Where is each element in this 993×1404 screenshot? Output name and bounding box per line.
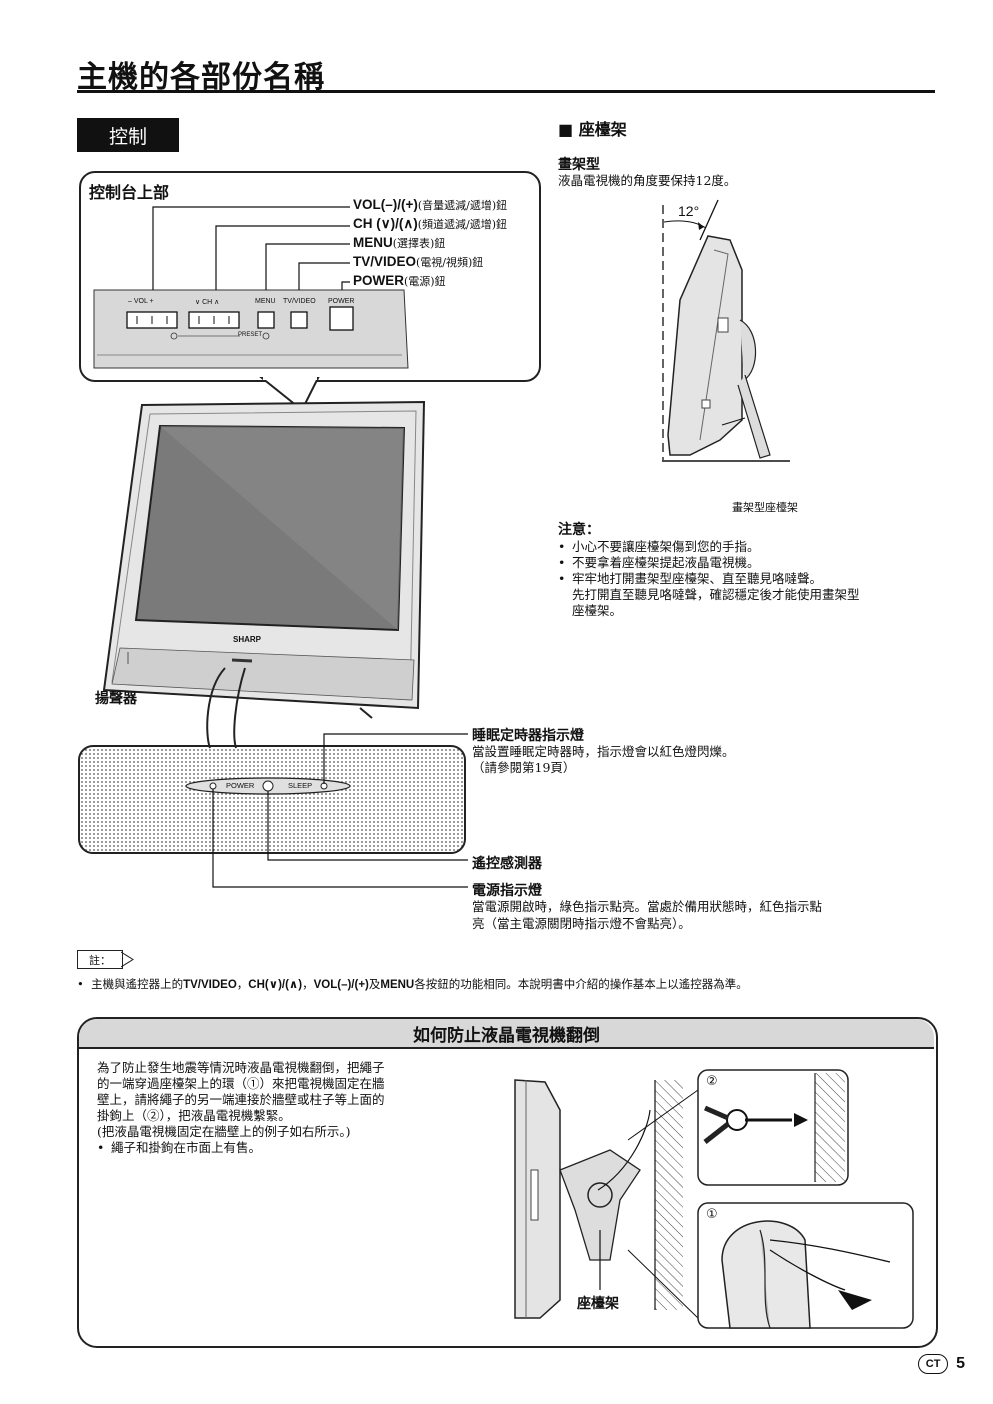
- page-footer: CT 5: [918, 1354, 965, 1374]
- callout-2: ②: [706, 1073, 718, 1088]
- panel-menu-text: MENU: [255, 298, 276, 305]
- caution-item: •牢牢地打開畫架型座檯架、直至聽見咯噠聲。: [558, 571, 823, 586]
- sleep-indicator-ref: （請參閱第19頁）: [472, 760, 576, 775]
- power-label: POWER(電源)鈕: [353, 273, 446, 288]
- panel-vol-text: – VOL +: [128, 298, 154, 305]
- section-tab-controls: 控制: [77, 118, 179, 152]
- prevent-line: (把液晶電視機固定在牆壁上的例子如右所示。): [97, 1124, 351, 1139]
- stand-caption: 畫架型座檯架: [732, 501, 798, 514]
- prevent-tipover-box: [77, 1017, 938, 1348]
- menu-label: MENU(選擇表)鈕: [353, 235, 446, 250]
- stand-label: 座檯架: [577, 1296, 619, 1312]
- caution-item: •不要拿着座檯架提起液晶電視機。: [558, 555, 760, 570]
- sleep-indicator-heading: 睡眠定時器指示燈: [472, 728, 584, 744]
- caution-item: •小心不要讓座檯架傷到您的手指。: [558, 539, 760, 554]
- caution-extra-2: 座檯架。: [572, 603, 623, 618]
- zoom-hook: [697, 1069, 849, 1186]
- ch-label: CH (∨)/(∧)(頻道遞減/遞增)鈕: [353, 216, 508, 231]
- note-arrow-icon: [121, 951, 134, 968]
- callout-1: ①: [706, 1206, 718, 1221]
- panel-tvvideo-text: TV/VIDEO: [283, 298, 316, 305]
- tvvideo-key: [290, 311, 308, 329]
- note-text: • 主機與遙控器上的TV/VIDEO，CH(∨)/(∧)，VOL(–)/(+)及…: [77, 977, 748, 991]
- stand-angle: 12°: [678, 203, 700, 219]
- stand-type-desc: 液晶電視機的角度要保持12度。: [558, 173, 737, 188]
- sleep-indicator-desc: 當設置睡眠定時器時，指示燈會以紅色燈閃爍。: [472, 744, 735, 759]
- note-tag: 註：: [77, 950, 123, 969]
- page-number: 5: [956, 1355, 965, 1372]
- power-indicator-desc-1: 當電源開啟時，綠色指示點亮。當處於備用狀態時，紅色指示點: [472, 899, 823, 914]
- caution-list: •小心不要讓座檯架傷到您的手指。 •不要拿着座檯架提起液晶電視機。 •牢牢地打開…: [558, 539, 928, 619]
- panel-power-text: POWER: [328, 298, 355, 305]
- control-panel-heading: 控制台上部: [89, 183, 170, 202]
- speaker-grille: [78, 745, 466, 854]
- front-sleep-text: SLEEP: [288, 781, 313, 790]
- panel-ch-text: ∨ CH ∧: [195, 299, 220, 306]
- page-title: 主機的各部份名稱: [77, 60, 325, 95]
- prevent-bullet: •繩子和掛鉤在市面上有售。: [97, 1140, 262, 1155]
- title-rule: [77, 90, 935, 93]
- caution-heading: 注意：: [558, 522, 600, 538]
- language-badge: CT: [918, 1354, 949, 1374]
- prevent-line: 壁上，請將繩子的另一端連接於牆壁或柱子等上面的: [97, 1092, 385, 1107]
- tvvideo-label: TV/VIDEO(電視/視頻)鈕: [353, 254, 484, 269]
- stand-section-heading: ■ 座檯架: [558, 120, 627, 139]
- prevent-tipover-text: 為了防止發生地震等情況時液晶電視機翻倒，把繩子 的一端穿過座檯架上的環（①）來把…: [97, 1060, 442, 1156]
- vol-label: VOL(–)/(+)(音量遞減/遞增)鈕: [353, 197, 508, 212]
- front-power-text: POWER: [226, 781, 255, 790]
- wall: [655, 1080, 683, 1310]
- stand-type-heading: 畫架型: [558, 157, 600, 173]
- power-indicator-heading: 電源指示燈: [472, 883, 542, 899]
- prevent-line: 的一端穿過座檯架上的環（①）來把電視機固定在牆: [97, 1076, 385, 1091]
- menu-key: [257, 311, 275, 329]
- power-key: [329, 306, 354, 331]
- brand-logo: SHARP: [233, 635, 262, 644]
- remote-sensor-label: 遙控感測器: [472, 856, 542, 872]
- panel-preset-text: PRESET: [238, 332, 263, 338]
- prevent-line: 掛鉤上（②），把液晶電視機繫緊。: [97, 1108, 291, 1123]
- power-indicator-desc-2: 亮（當主電源關閉時指示燈不會點亮）。: [472, 916, 691, 931]
- prevent-line: 為了防止發生地震等情況時液晶電視機翻倒，把繩子: [97, 1060, 385, 1075]
- prevent-tipover-heading: 如何防止液晶電視機翻倒: [79, 1019, 934, 1049]
- caution-extra-1: 先打開直至聽見咯噠聲，確認穩定後才能使用畫架型: [572, 587, 860, 602]
- speaker-label: 揚聲器: [95, 691, 137, 707]
